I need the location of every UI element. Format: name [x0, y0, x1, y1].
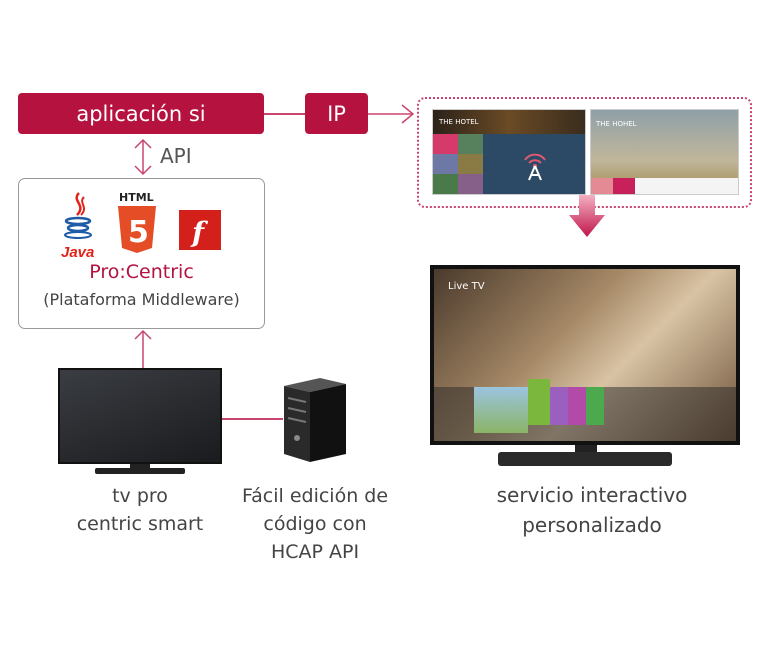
platform-box: Java HTML 5 f Pro:Centric (Plataforma Mi… [18, 178, 265, 329]
big-tv-stand [498, 452, 672, 466]
app-box-label: aplicación si [76, 101, 206, 126]
bidirectional-arrow-icon [134, 138, 152, 176]
hotel-screen-1: THE HOTEL [432, 109, 586, 195]
ip-box-label: IP [327, 101, 346, 126]
tv-screen: Live TV [434, 269, 736, 441]
interactive-tv: Live TV [430, 265, 740, 445]
api-label: API [160, 144, 192, 168]
server-label: Fácil edición de código con HCAP API [241, 485, 389, 563]
tv-stand [95, 468, 185, 474]
big-tv-neck [575, 445, 597, 453]
tv-neck [130, 464, 150, 469]
svg-text:5: 5 [128, 215, 149, 250]
platform-subtitle: (Plataforma Middleware) [43, 290, 240, 309]
connector-app-ip [264, 113, 305, 115]
java-logo-icon: Java [61, 192, 94, 261]
connector-tv-server [222, 418, 283, 420]
live-tv-label: Live TV [448, 281, 485, 292]
pro-centric-tv [58, 368, 222, 464]
html-logo-text: HTML [119, 191, 154, 204]
arrow-up-icon [134, 329, 152, 370]
platform-title: Pro:Centric [89, 261, 194, 283]
screen2-title: THE HOHEL [596, 120, 637, 128]
html5-logo-icon: 5 [118, 206, 156, 253]
wifi-antenna-icon [524, 153, 546, 181]
arrow-down-icon [569, 195, 605, 237]
app-box: aplicación si [18, 93, 264, 134]
flash-logo-icon: f [179, 210, 221, 250]
hotel-screen-2: THE HOHEL [590, 109, 739, 195]
arrow-right-icon [368, 104, 415, 124]
svg-text:Java: Java [61, 244, 94, 261]
ip-box: IP [305, 93, 368, 134]
screen1-title: THE HOTEL [439, 118, 479, 126]
service-label: servicio interactivo personalizado [496, 483, 688, 537]
server-icon [284, 378, 346, 462]
tv-label: tv pro centric smart [76, 485, 204, 535]
